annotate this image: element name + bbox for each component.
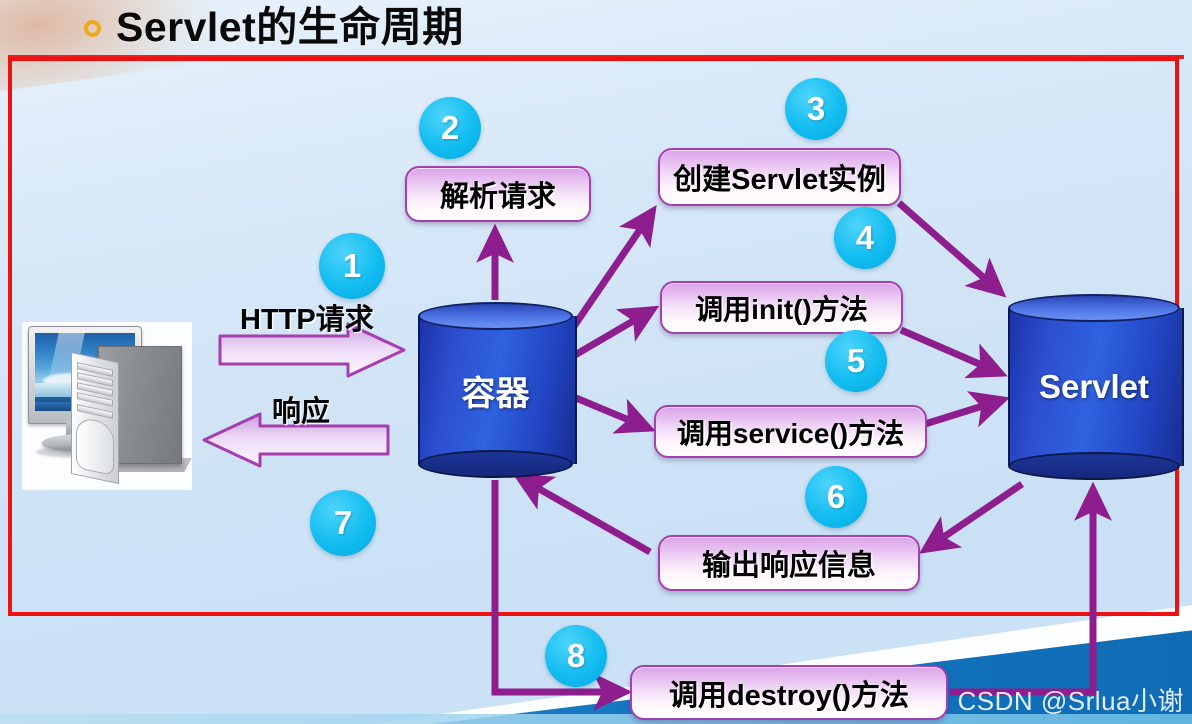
- http-response-label: 响应: [272, 396, 331, 428]
- step-box-output-response[interactable]: 输出响应信息: [658, 535, 920, 591]
- computer-tower: [71, 346, 182, 485]
- csdn-watermark: CSDN @Srlua小谢: [957, 686, 1184, 716]
- http-request-label: HTTP请求: [240, 304, 374, 336]
- cylinder-top: [418, 302, 573, 330]
- step-box-call-service[interactable]: 调用service()方法: [654, 405, 927, 458]
- page-title: Servlet的生命周期: [116, 4, 464, 50]
- step-box-call-destroy[interactable]: 调用destroy()方法: [630, 665, 948, 720]
- title-underline: [8, 55, 1184, 59]
- cylinder-top: [1008, 294, 1180, 322]
- step-badge-6: 6: [805, 466, 867, 528]
- http-request-block-arrow: [218, 322, 406, 378]
- step-box-create-servlet-instance[interactable]: 创建Servlet实例: [658, 148, 901, 206]
- desktop-computer-icon: [22, 322, 192, 507]
- step-badge-5: 5: [825, 330, 887, 392]
- container-node[interactable]: 容器: [418, 302, 577, 478]
- step-badge-3: 3: [785, 78, 847, 140]
- http-response-block-arrow: [202, 412, 390, 468]
- cylinder-bottom: [418, 450, 573, 478]
- step-box-call-init[interactable]: 调用init()方法: [660, 281, 903, 334]
- step-badge-1: 1: [319, 233, 385, 299]
- step-box-parse-request[interactable]: 解析请求: [405, 166, 591, 222]
- step-badge-2: 2: [419, 97, 481, 159]
- step-badge-7: 7: [310, 490, 376, 556]
- container-node-label: 容器: [461, 374, 530, 413]
- cylinder-body: [418, 316, 577, 464]
- servlet-node-label: Servlet: [1038, 368, 1150, 405]
- servlet-node[interactable]: Servlet: [1008, 294, 1184, 480]
- step-badge-4: 4: [834, 207, 896, 269]
- circle-bullet-icon: [84, 20, 101, 37]
- step-badge-8: 8: [545, 625, 607, 687]
- slide-title-bar: Servlet的生命周期: [0, 0, 1192, 59]
- cylinder-body: [1008, 308, 1184, 466]
- cylinder-bottom: [1008, 452, 1180, 480]
- tower-front-panel: [71, 351, 119, 485]
